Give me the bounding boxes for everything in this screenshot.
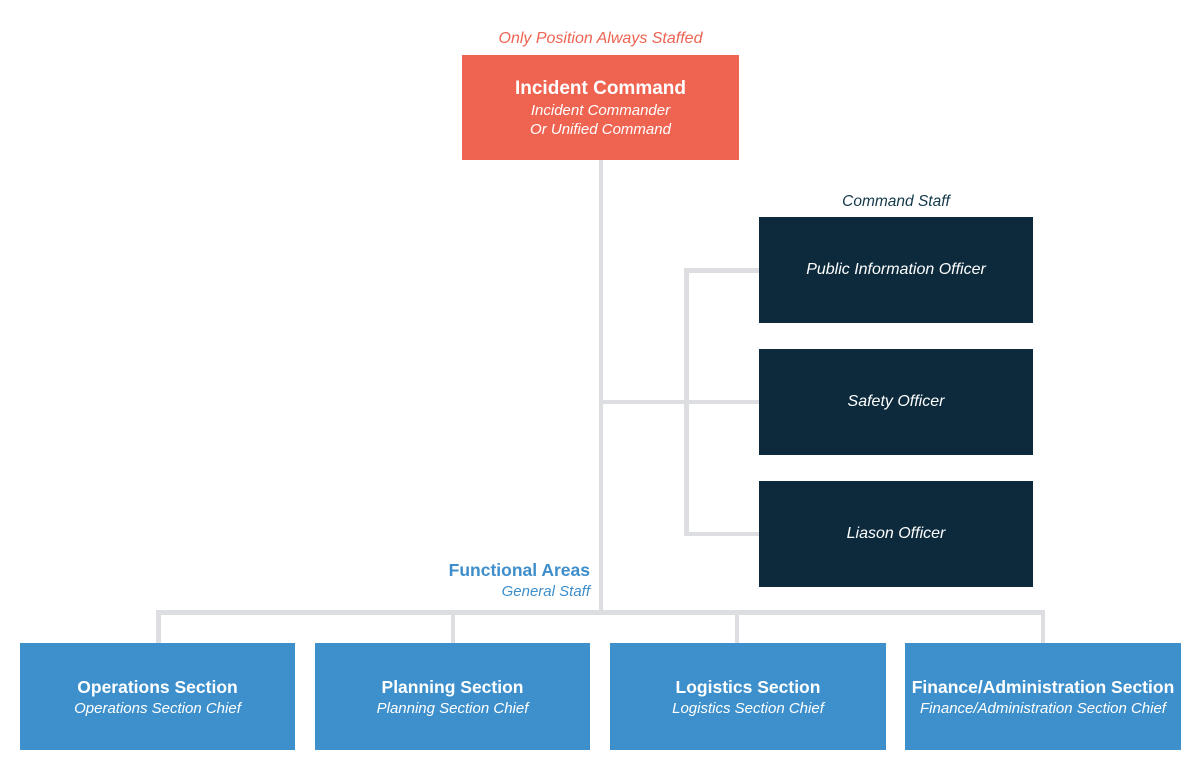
node-operations-section: Operations Section Operations Section Ch…: [20, 643, 295, 750]
node-finance-administration-section: Finance/Administration Section Finance/A…: [905, 643, 1181, 750]
public-information-officer-title: Public Information Officer: [806, 261, 986, 278]
incident-command-subtitle-line2: Or Unified Command: [530, 120, 671, 138]
node-logistics-section: Logistics Section Logistics Section Chie…: [610, 643, 886, 750]
command-staff-annotation: Command Staff: [842, 193, 950, 210]
connector-pio-horizontal: [684, 268, 759, 273]
incident-command-subtitle-line1: Incident Commander: [530, 101, 671, 119]
planning-section-title: Planning Section: [381, 676, 524, 697]
node-safety-officer: Safety Officer: [759, 349, 1033, 455]
operations-section-subtitle: Operations Section Chief: [74, 699, 241, 717]
node-incident-command: Incident Command Incident Commander Or U…: [462, 55, 739, 160]
node-liason-officer: Liason Officer: [759, 481, 1033, 587]
planning-section-subtitle: Planning Section Chief: [376, 699, 529, 717]
node-planning-section: Planning Section Planning Section Chief: [315, 643, 590, 750]
safety-officer-title: Safety Officer: [847, 393, 945, 410]
finance-administration-section-subtitle: Finance/Administration Section Chief: [920, 699, 1166, 717]
connector-drop-logistics: [734, 610, 739, 643]
connector-trunk-vertical: [598, 160, 603, 615]
connector-staff-branch-vertical: [684, 268, 689, 536]
connector-drop-planning: [450, 610, 456, 643]
incident-command-title: Incident Command: [514, 77, 686, 99]
logistics-section-subtitle: Logistics Section Chief: [672, 699, 824, 717]
top-annotation: Only Position Always Staffed: [498, 30, 703, 47]
general-staff-annotation: General Staff: [501, 583, 590, 600]
connector-drop-finance: [1040, 610, 1045, 643]
finance-administration-section-title: Finance/Administration Section: [911, 676, 1175, 697]
liason-officer-title: Liason Officer: [846, 525, 946, 542]
logistics-section-title: Logistics Section: [675, 676, 821, 697]
connector-safety-horizontal: [598, 399, 759, 404]
node-public-information-officer: Public Information Officer: [759, 217, 1033, 323]
connector-sections-horizontal: [156, 610, 1045, 615]
connector-drop-operations: [156, 610, 161, 643]
functional-areas-annotation: Functional Areas: [448, 560, 590, 580]
connector-liason-horizontal: [684, 531, 759, 536]
operations-section-title: Operations Section: [77, 676, 238, 697]
